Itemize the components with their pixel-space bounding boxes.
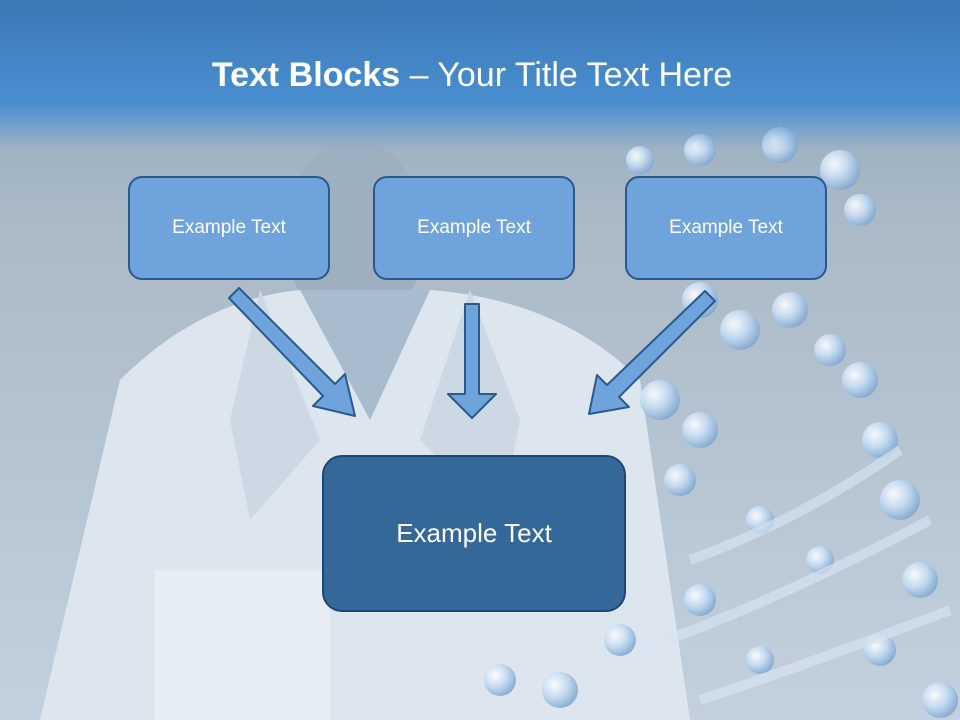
main-text-block-label: Example Text (396, 518, 552, 548)
arrow-middle (447, 303, 497, 419)
text-block-3[interactable]: Example Text (625, 176, 827, 280)
title-bold-part: Text Blocks (211, 56, 401, 94)
slide-title: Text Blocks – Your Title Text Here (0, 52, 944, 98)
main-text-block[interactable]: Example Text (322, 455, 626, 612)
text-block-2-label: Example Text (417, 217, 531, 238)
text-block-2[interactable]: Example Text (373, 176, 575, 280)
arrow-left (228, 287, 356, 417)
text-block-3-label: Example Text (669, 217, 783, 238)
title-band (0, 0, 960, 150)
text-block-1-label: Example Text (172, 217, 286, 238)
title-rest-part: – Your Title Text Here (400, 56, 733, 94)
arrow-right (588, 290, 716, 415)
text-block-1[interactable]: Example Text (128, 176, 330, 280)
